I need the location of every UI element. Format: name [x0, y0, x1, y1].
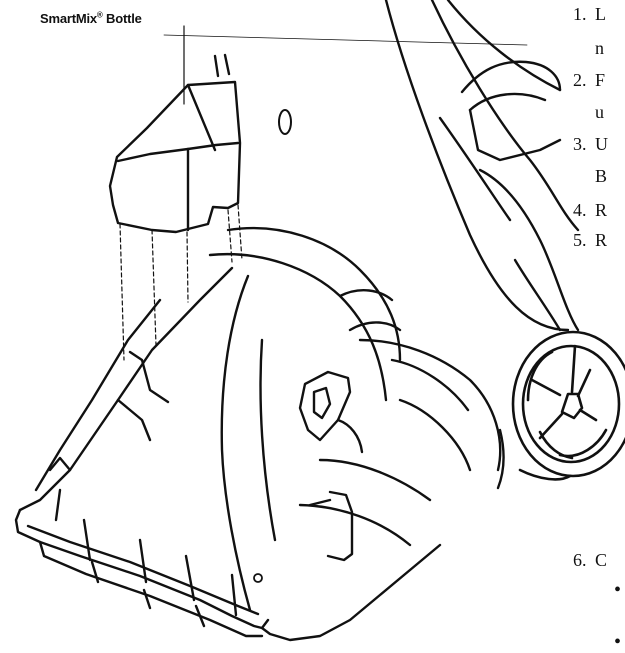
registered-mark: ®	[96, 10, 103, 20]
step-2-continuation: u	[595, 102, 604, 122]
instruction-steps: 1. L 2. F 3. U 4. R 5. R 6. C	[573, 0, 625, 653]
step-2-number: 2.	[573, 70, 587, 90]
step-5-number: 5.	[573, 230, 587, 250]
step-1-continuation: n	[595, 38, 604, 58]
step-1-text: L	[595, 4, 606, 24]
step-3-text: U	[595, 134, 608, 154]
step-3-continuation: B	[595, 166, 608, 186]
step-4-text: R	[595, 200, 608, 220]
callout-label: SmartMix	[40, 11, 97, 26]
callout-leader	[163, 25, 528, 105]
step-4: 4. R	[573, 200, 607, 221]
step-2-text: F	[595, 70, 606, 90]
step-6-text: C	[595, 550, 608, 570]
step-6: 6. C	[573, 550, 607, 571]
step-6-bullet-1: •	[614, 579, 622, 601]
step-2: 2. F	[573, 70, 605, 91]
upright-body	[384, 0, 580, 332]
step-1-number: 1.	[573, 4, 587, 24]
step-5: 5. R	[573, 230, 607, 251]
handle-slot	[278, 109, 292, 135]
step-3: 3. U	[573, 134, 608, 155]
smartmix-bottle-callout: SmartMix® Bottle	[40, 11, 142, 26]
step-4-number: 4.	[573, 200, 587, 220]
callout-suffix: Bottle	[102, 11, 142, 26]
cleaner-base	[14, 226, 505, 642]
step-6-number: 6.	[573, 550, 587, 570]
step-5-text: R	[595, 230, 608, 250]
step-6-bullet-2: •	[614, 631, 622, 653]
wheel	[511, 330, 625, 481]
step-3-number: 3.	[573, 134, 587, 154]
step-1: 1. L	[573, 4, 606, 25]
smartmix-bottle	[108, 53, 242, 234]
